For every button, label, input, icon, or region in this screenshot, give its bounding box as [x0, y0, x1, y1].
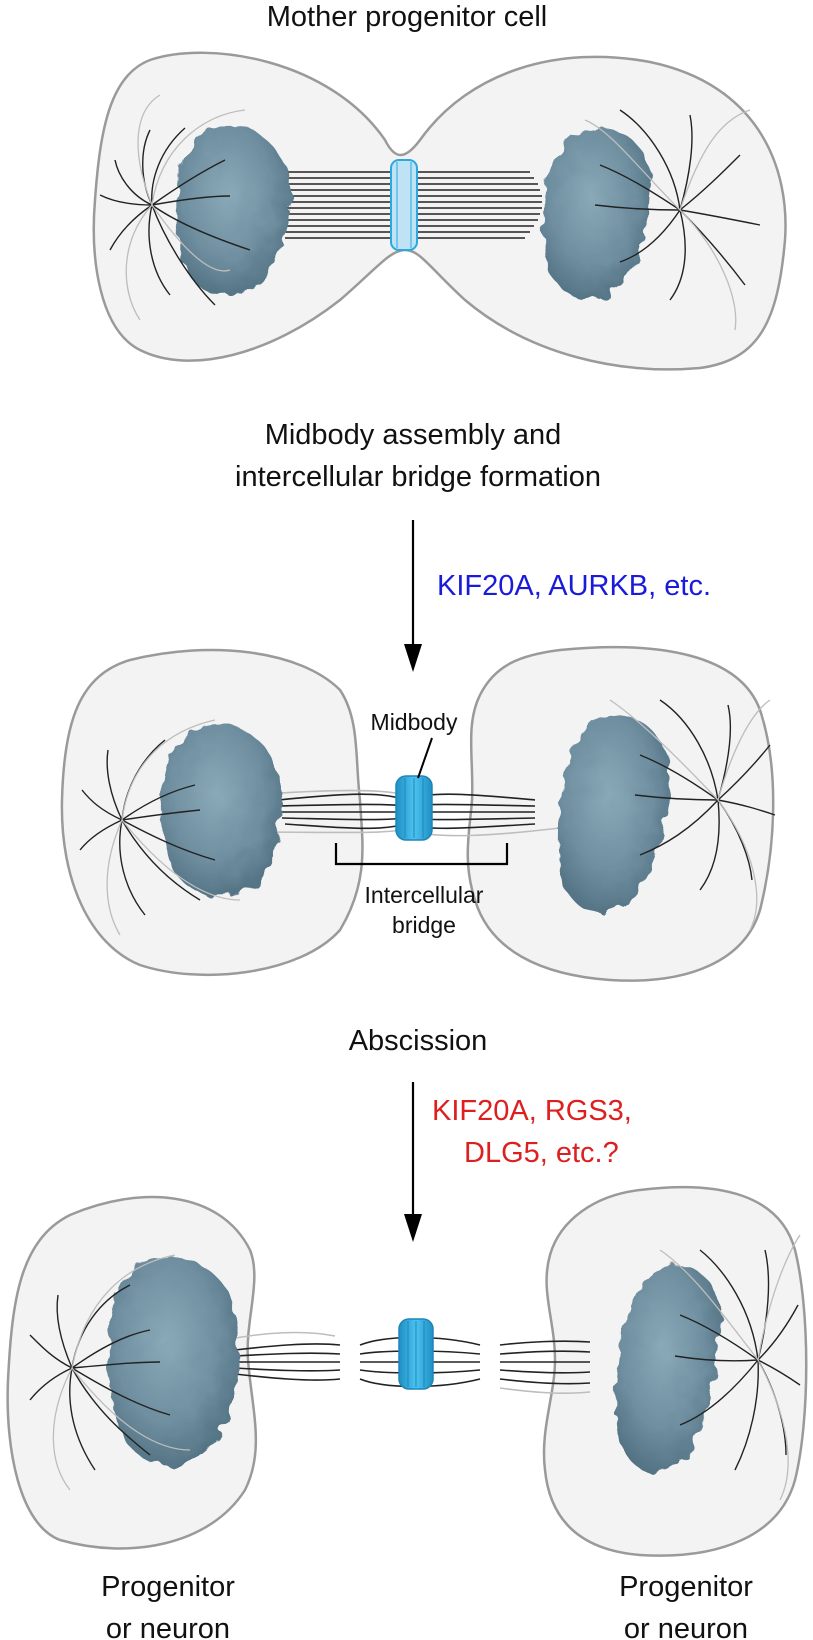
- right-product-aster-faint: [659, 1234, 801, 1501]
- right-daughter-label-line2: or neuron: [624, 1613, 748, 1640]
- mother-right-aster: [594, 109, 761, 301]
- abscission-stage: [6, 1185, 808, 1557]
- bridge-right-aster-faint: [609, 699, 771, 931]
- right-product-aster: [674, 1249, 801, 1471]
- top-title: Mother progenitor cell: [267, 1, 547, 33]
- left-product-aster-faint: [52, 1254, 191, 1491]
- bridge-right-chromatin: [558, 715, 670, 913]
- midbody-label: Midbody: [371, 709, 458, 735]
- bridge-label-line2: bridge: [392, 912, 456, 938]
- mother-left-aster: [99, 127, 251, 306]
- midbody-pointer: [417, 737, 433, 779]
- right-stub-microtubules: [499, 1340, 591, 1385]
- mother-right-chromatin: [543, 127, 650, 301]
- left-daughter-label-line2: or neuron: [106, 1613, 230, 1640]
- step1-arrow: [404, 520, 422, 672]
- right-product-chromatin: [616, 1265, 721, 1473]
- left-stub-microtubules: [234, 1343, 341, 1381]
- bridge-bracket: [334, 843, 509, 866]
- step1-regulators: KIF20A, AURKB, etc.: [437, 570, 711, 602]
- mother-cell: [92, 51, 787, 371]
- step2-label: Abscission: [349, 1025, 488, 1057]
- step2-arrow: [404, 1082, 422, 1242]
- midbody-remnant-ring: [398, 1318, 434, 1390]
- bridge-label-line1: Intercellular: [365, 882, 484, 908]
- step1-label-line2: intercellular bridge formation: [235, 461, 601, 493]
- mother-left-aster-faint: [125, 94, 246, 321]
- bridge-left-aster-faint: [106, 719, 241, 936]
- mother-left-chromatin: [176, 125, 292, 295]
- right-daughter-label-line1: Progenitor: [619, 1571, 753, 1603]
- left-product-chromatin: [107, 1256, 239, 1466]
- bridge-left-chromatin: [161, 724, 283, 898]
- step2-regulators-line2: DLG5, etc.?: [464, 1137, 619, 1169]
- step2-regulators-line1: KIF20A, RGS3,: [432, 1095, 632, 1127]
- left-daughter-label-line1: Progenitor: [101, 1571, 235, 1603]
- mother-contractile-ring: [390, 159, 418, 251]
- midbody-ring: [395, 775, 433, 841]
- step1-label-line1: Midbody assembly and: [265, 419, 562, 451]
- mother-right-aster-faint: [584, 109, 751, 331]
- bridge-stage: Midbody Intercellular bridge: [60, 645, 776, 982]
